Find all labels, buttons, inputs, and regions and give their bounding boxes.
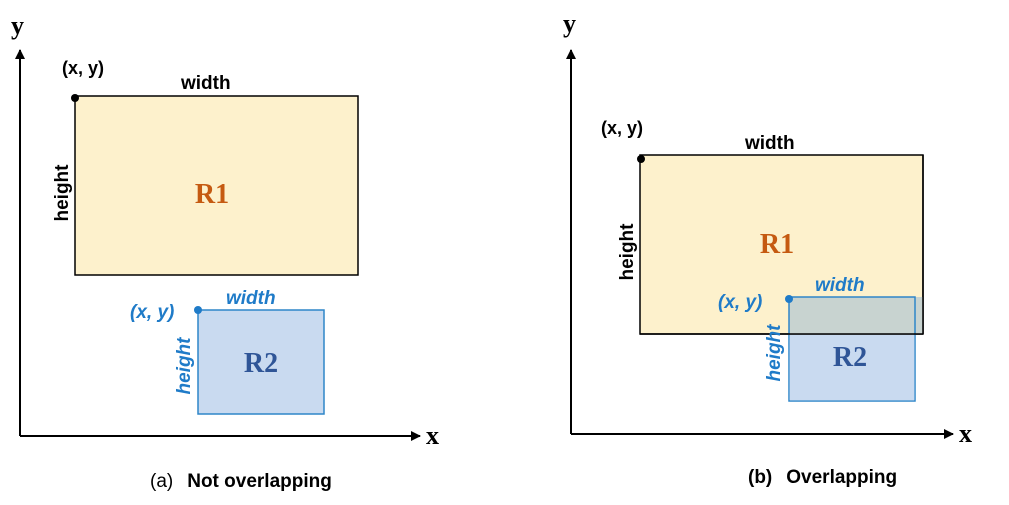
caption-b-prefix: (b) — [748, 467, 772, 488]
r1-height-label-a: height — [52, 164, 73, 222]
r2-corner-label-a: (x, y) — [130, 302, 174, 323]
y-axis-label-b: y — [563, 9, 576, 38]
r2-width-label-b: width — [815, 275, 865, 296]
r1-corner-dot-b — [637, 155, 645, 163]
panel-b: y x (x, y) width height R1 (x, y) width … — [563, 9, 972, 488]
r1-corner-label-a: (x, y) — [62, 58, 104, 78]
y-axis-label-a: y — [11, 11, 24, 40]
r2-corner-dot-a — [194, 306, 202, 314]
r2-name-b: R2 — [833, 342, 867, 373]
r2-corner-label-b: (x, y) — [718, 292, 762, 313]
rect-r1-a — [74, 95, 359, 276]
caption-a: (a) Not overlapping — [150, 471, 332, 492]
caption-a-title: Not overlapping — [187, 471, 332, 492]
r2-name-a: R2 — [244, 348, 278, 379]
caption-b-title: Overlapping — [786, 467, 897, 488]
r1-width-label-a: width — [180, 73, 231, 94]
caption-a-prefix: (a) — [150, 471, 173, 492]
r2-height-label-a: height — [174, 337, 195, 395]
r1-height-label-b: height — [617, 223, 638, 281]
rect-r2-a — [197, 309, 325, 415]
r2-width-label-a: width — [226, 288, 276, 309]
panel-a: y x (x, y) width height R1 (x, y) width … — [11, 11, 439, 492]
caption-b: (b) Overlapping — [748, 467, 897, 488]
overlap-region-b — [789, 297, 923, 334]
r1-corner-label-b: (x, y) — [601, 118, 643, 138]
r1-name-a: R1 — [195, 179, 229, 210]
r2-corner-dot-b — [785, 295, 793, 303]
r1-name-b: R1 — [760, 229, 794, 260]
rect-r2-b — [788, 296, 916, 402]
rect-r2-lower-b — [789, 334, 915, 401]
r1-corner-dot-a — [71, 94, 79, 102]
r1-width-label-b: width — [744, 133, 795, 154]
x-axis-label-b: x — [959, 419, 972, 448]
x-axis-label-a: x — [426, 421, 439, 450]
r2-height-label-b: height — [764, 324, 785, 382]
